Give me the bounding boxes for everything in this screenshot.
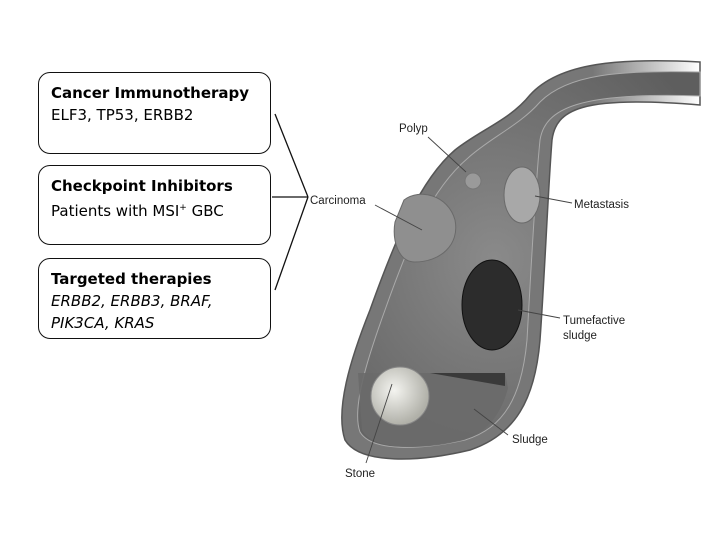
stone <box>370 366 430 426</box>
box-text-main: Patients with MSI <box>51 202 180 220</box>
metastasis <box>503 166 541 224</box>
targeted-therapies-box: Targeted therapies ERBB2, ERBB3, BRAF, P… <box>38 258 271 339</box>
cancer-immunotherapy-box: Cancer Immunotherapy ELF3, TP53, ERBB2 <box>38 72 271 154</box>
label-metastasis: Metastasis <box>574 199 629 211</box>
box-title: Cancer Immunotherapy <box>51 84 250 102</box>
box-genes: ELF3, TP53, ERBB2 <box>51 106 194 124</box>
label-stone: Stone <box>345 468 375 480</box>
carcinoma <box>393 193 457 263</box>
label-polyp: Polyp <box>399 123 428 135</box>
checkpoint-inhibitors-box: Checkpoint Inhibitors Patients with MSI+… <box>38 165 271 245</box>
box-title: Checkpoint Inhibitors <box>51 177 233 195</box>
superscript-plus: + <box>179 203 187 213</box>
box-text-tail: GBC <box>186 202 224 220</box>
box-title: Targeted therapies <box>51 270 212 288</box>
box-genes-line1: ERBB2, ERBB3, BRAF, <box>51 292 213 310</box>
label-sludge: Sludge <box>512 434 548 446</box>
tumefactive-sludge <box>461 259 523 351</box>
box-text: Patients with MSI+ GBC <box>51 197 270 222</box>
label-tumefactive-sludge: sludge <box>563 330 597 342</box>
connector-lines <box>272 113 309 291</box>
leader-lines <box>365 136 573 464</box>
gallbladder-lumen <box>357 71 701 448</box>
label-carcinoma: Carcinoma <box>310 195 366 207</box>
sludge-shadow <box>430 373 505 386</box>
box-genes-line2: PIK3CA, KRAS <box>51 314 155 332</box>
label-tumefactive: Tumefactive <box>563 315 625 327</box>
polyp <box>464 172 482 190</box>
